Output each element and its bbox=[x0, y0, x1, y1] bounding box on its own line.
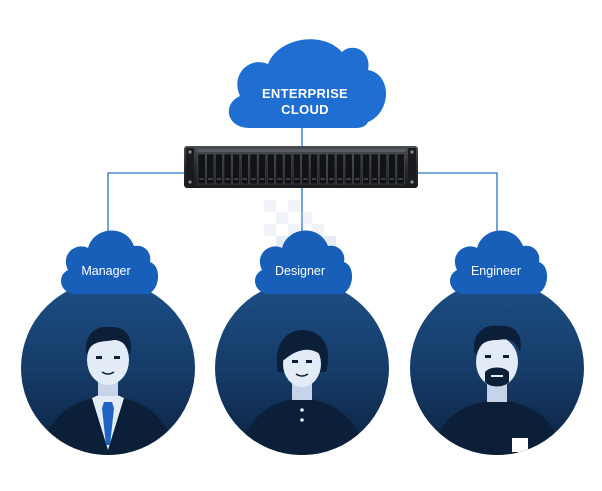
drive-bay bbox=[284, 153, 292, 185]
drive-bay bbox=[241, 153, 249, 185]
drive-bay-led bbox=[234, 178, 239, 180]
cloud-icon bbox=[450, 230, 548, 294]
user-label-engineer: Engineer bbox=[471, 264, 521, 278]
drive-bay-led bbox=[199, 178, 204, 180]
manager-avatar bbox=[38, 326, 178, 455]
user-label-designer: Designer bbox=[275, 264, 325, 278]
user-cloud-designer: Designer bbox=[255, 230, 353, 294]
user-node-engineer bbox=[410, 281, 584, 455]
drive-bay-led bbox=[381, 178, 386, 180]
drive-bay bbox=[197, 153, 206, 185]
drive-bay-led bbox=[277, 178, 282, 180]
drive-bay bbox=[206, 153, 215, 185]
cloud-icon bbox=[228, 39, 386, 128]
user-cloud-engineer: Engineer bbox=[450, 230, 548, 294]
drive-bay bbox=[388, 153, 396, 185]
user-cloud-manager: Manager bbox=[61, 230, 159, 294]
drive-bay-led bbox=[337, 178, 343, 180]
drive-bay bbox=[266, 153, 275, 185]
drive-bay-led bbox=[389, 178, 394, 180]
drive-bay bbox=[232, 153, 241, 185]
drive-bay-led bbox=[260, 178, 265, 180]
drive-bay-led bbox=[311, 178, 317, 180]
rack-server bbox=[184, 146, 418, 188]
connector-server-manager bbox=[107, 172, 186, 232]
drive-bay-led bbox=[329, 178, 334, 180]
drive-bay-led bbox=[268, 178, 273, 180]
drive-bay-led bbox=[216, 178, 221, 180]
drive-bay-led bbox=[251, 178, 256, 180]
drive-bay-led bbox=[242, 178, 247, 180]
drive-bay-led bbox=[363, 178, 369, 180]
connector-server-engineer bbox=[418, 172, 498, 232]
drive-bay bbox=[292, 153, 301, 185]
designer-avatar bbox=[238, 330, 366, 455]
cloud-title-line2: CLOUD bbox=[281, 102, 329, 117]
drive-bay-led bbox=[294, 178, 299, 180]
drive-bay bbox=[379, 153, 388, 185]
drive-bay bbox=[353, 153, 362, 185]
drive-bay bbox=[249, 153, 258, 185]
drive-bay-led bbox=[225, 178, 230, 180]
drive-bay bbox=[370, 153, 379, 185]
drive-bay bbox=[310, 153, 318, 185]
user-node-designer bbox=[215, 281, 389, 455]
drive-bay bbox=[258, 153, 266, 185]
drive-bay-led bbox=[320, 178, 325, 180]
drive-bay bbox=[327, 153, 336, 185]
drive-bay bbox=[318, 153, 327, 185]
user-node-manager bbox=[21, 281, 195, 455]
drive-bay bbox=[275, 153, 284, 185]
drive-bay-led bbox=[398, 178, 403, 180]
drive-bay bbox=[336, 153, 344, 185]
drive-bay-led bbox=[286, 178, 291, 180]
drive-bay bbox=[396, 153, 405, 185]
drive-bay bbox=[215, 153, 223, 185]
user-label-manager: Manager bbox=[81, 264, 130, 278]
drive-bay-led bbox=[372, 178, 377, 180]
drive-bay bbox=[301, 153, 310, 185]
engineer-avatar bbox=[430, 325, 564, 455]
drive-bay bbox=[362, 153, 370, 185]
enterprise-cloud: ENTERPRISE CLOUD bbox=[228, 39, 386, 128]
drive-bay bbox=[223, 153, 232, 185]
drive-bay-led bbox=[346, 178, 351, 180]
cloud-icon bbox=[61, 230, 159, 294]
drive-bay bbox=[344, 153, 353, 185]
drive-bay-led bbox=[303, 178, 308, 180]
cloud-icon bbox=[255, 230, 353, 294]
cloud-title-line1: ENTERPRISE bbox=[262, 86, 348, 101]
drive-bay-led bbox=[208, 178, 213, 180]
drive-bay-led bbox=[355, 178, 360, 180]
